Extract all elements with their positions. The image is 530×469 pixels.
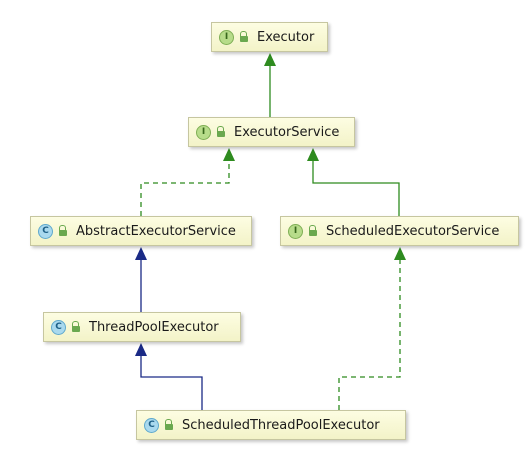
arrowhead-icon bbox=[394, 247, 406, 260]
node-abstract-executor-service[interactable]: C AbstractExecutorService bbox=[30, 216, 252, 246]
edge-executor-service-to-executor bbox=[264, 53, 276, 117]
lock-icon bbox=[216, 126, 226, 138]
node-label: AbstractExecutorService bbox=[76, 223, 236, 239]
node-label: ScheduledExecutorService bbox=[326, 223, 500, 239]
lock-icon bbox=[58, 225, 68, 237]
node-label: Executor bbox=[257, 29, 315, 45]
edge-line bbox=[312, 161, 400, 216]
class-icon: C bbox=[38, 223, 53, 239]
arrowhead-icon bbox=[264, 53, 276, 66]
edge-line bbox=[140, 356, 203, 410]
interface-icon: I bbox=[288, 223, 303, 239]
node-label: ScheduledThreadPoolExecutor bbox=[182, 417, 380, 433]
lock-icon bbox=[239, 31, 249, 43]
node-executor[interactable]: I Executor bbox=[211, 22, 328, 52]
arrowhead-icon bbox=[223, 148, 235, 161]
node-scheduled-executor-service[interactable]: I ScheduledExecutorService bbox=[280, 216, 519, 246]
edge-scheduled-thread-pool-executor-to-scheduled-executor-service bbox=[338, 247, 406, 410]
arrowhead-icon bbox=[135, 343, 147, 356]
lock-icon bbox=[71, 321, 81, 333]
class-icon: C bbox=[144, 417, 159, 433]
class-icon: C bbox=[51, 319, 66, 335]
interface-icon: I bbox=[196, 124, 211, 140]
edge-line bbox=[338, 260, 401, 410]
lock-icon bbox=[308, 225, 318, 237]
node-label: ThreadPoolExecutor bbox=[89, 319, 219, 335]
interface-icon: I bbox=[219, 29, 234, 45]
node-scheduled-thread-pool-executor[interactable]: C ScheduledThreadPoolExecutor bbox=[136, 410, 406, 440]
node-executor-service[interactable]: I ExecutorService bbox=[188, 117, 355, 147]
lock-icon bbox=[164, 419, 174, 431]
node-thread-pool-executor[interactable]: C ThreadPoolExecutor bbox=[43, 312, 241, 342]
edge-thread-pool-executor-to-abstract-executor-service bbox=[135, 247, 147, 312]
edge-scheduled-thread-pool-executor-to-thread-pool-executor bbox=[135, 343, 203, 410]
edge-scheduled-executor-service-to-executor-service bbox=[307, 148, 400, 216]
arrowhead-icon bbox=[135, 247, 147, 260]
edge-line bbox=[140, 161, 230, 216]
arrowhead-icon bbox=[307, 148, 319, 161]
edge-abstract-executor-service-to-executor-service bbox=[140, 148, 235, 216]
node-label: ExecutorService bbox=[234, 124, 340, 140]
